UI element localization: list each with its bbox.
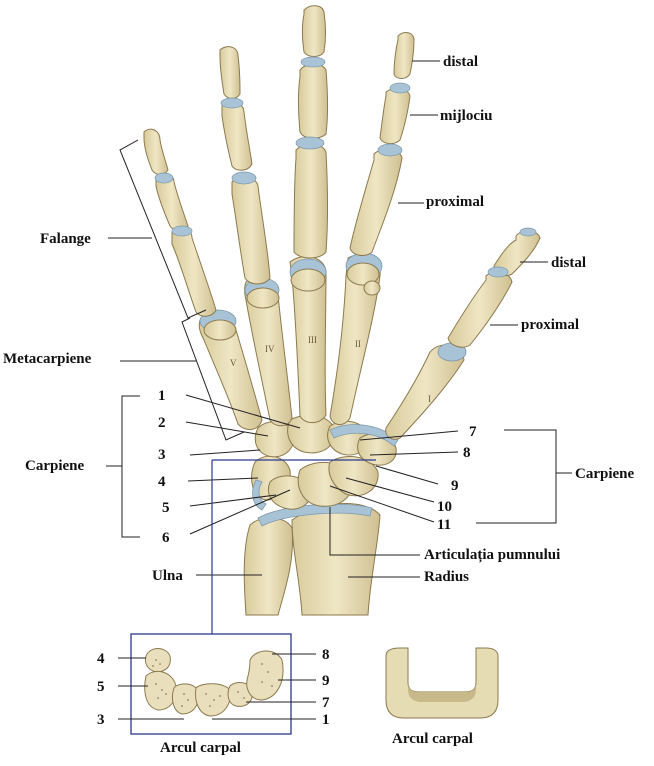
carpal-number-8: 8 <box>463 445 471 461</box>
roman-numeral-IV: IV <box>265 344 275 354</box>
leader-lines <box>106 60 572 578</box>
inset-number-9: 9 <box>322 673 330 689</box>
inset-number-7: 7 <box>322 695 330 711</box>
label-arcul-carpal-right: Arcul carpal <box>392 731 473 747</box>
label-carpiene-left: Carpiene <box>25 458 85 474</box>
inset-number-3: 3 <box>97 712 105 728</box>
phalanx-joints-cartilage <box>154 56 537 278</box>
label-arcul-carpal-left: Arcul carpal <box>160 740 241 756</box>
label-distal-finger: distal <box>443 54 478 70</box>
label-falange: Falange <box>40 231 91 247</box>
label-articulatia-pumnului: Articulația pumnului <box>424 547 560 563</box>
ulna-bone <box>243 517 294 616</box>
metacarpal-bones <box>198 254 465 440</box>
roman-numeral-V: V <box>230 358 237 368</box>
inset-bone-3a <box>171 683 199 715</box>
carpal-number-2: 2 <box>158 415 166 431</box>
carpal-arch-u-icon: Arcul carpal <box>385 647 499 747</box>
inset-number-1: 1 <box>322 712 330 728</box>
label-radius: Radius <box>424 569 469 585</box>
carpiene-right-bracket <box>476 429 557 524</box>
inset-number-4: 4 <box>97 651 105 667</box>
carpal-arch-inset: 4 5 3 8 9 7 1 Arcul carpal <box>97 633 330 756</box>
inset-bone-5 <box>144 670 177 711</box>
label-ulna: Ulna <box>152 568 183 584</box>
inset-link-lines <box>211 459 376 634</box>
roman-numeral-III: III <box>308 335 317 345</box>
label-carpiene-right: Carpiene <box>575 466 635 482</box>
inset-bone-7 <box>227 682 253 707</box>
inset-number-5: 5 <box>97 679 105 695</box>
inset-bone-1 <box>195 683 231 717</box>
carpiene-left-bracket <box>121 395 140 538</box>
carpal-number-6: 6 <box>162 530 170 546</box>
forearm-bones <box>243 503 381 616</box>
carpal-number-5: 5 <box>162 500 170 516</box>
inset-number-8: 8 <box>322 647 330 663</box>
roman-numeral-II: II <box>355 339 361 349</box>
metacarpiene-bracket <box>181 317 245 441</box>
metacarpal-head-bone <box>203 262 381 341</box>
radius-bone <box>291 503 381 616</box>
carpal-number-11: 11 <box>437 517 451 533</box>
carpal-number-7: 7 <box>469 424 477 440</box>
label-mijlociu: mijlociu <box>440 108 493 124</box>
carpal-number-3: 3 <box>158 447 166 463</box>
carpal-bones <box>251 414 397 510</box>
label-proximal-finger: proximal <box>426 194 484 210</box>
label-metacarpiene: Metacarpiene <box>3 351 92 367</box>
carpal-number-4: 4 <box>158 474 166 490</box>
falange-bracket <box>119 139 207 319</box>
label-distal-thumb: distal <box>551 255 586 271</box>
carpal-cartilage <box>329 424 399 447</box>
phalanx-bones <box>143 5 541 348</box>
carpal-number-9: 9 <box>451 478 459 494</box>
inset-bone-4 <box>145 648 171 673</box>
carpal-number-10: 10 <box>437 499 452 515</box>
roman-numeral-I: I <box>428 394 431 404</box>
label-proximal-thumb: proximal <box>521 317 579 333</box>
carpal-number-1: 1 <box>158 388 166 404</box>
inset-bone-texture <box>152 659 273 707</box>
inset-bone-9 <box>246 650 284 701</box>
